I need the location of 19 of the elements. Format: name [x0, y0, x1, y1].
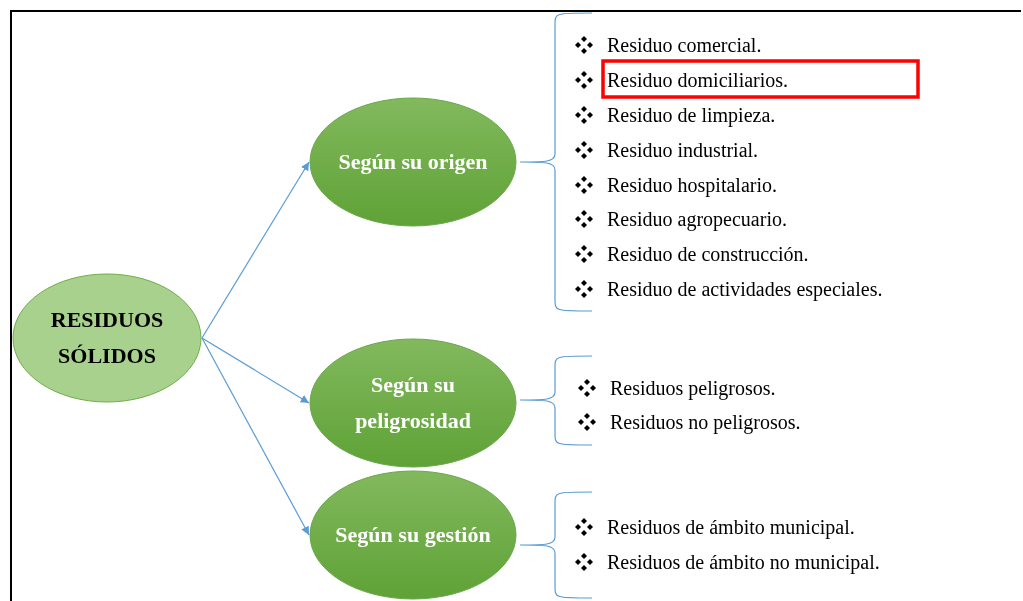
- list-item: Residuos de ámbito municipal.: [607, 515, 855, 539]
- arrow: [201, 337, 310, 536]
- list-item: Residuo de limpieza.: [607, 103, 776, 127]
- list-item: Residuo domiciliarios.: [607, 68, 789, 92]
- list-item: Residuos de ámbito no municipal.: [607, 550, 880, 574]
- node-label: Según su origen: [337, 148, 489, 176]
- list-item: Residuo industrial.: [607, 138, 759, 162]
- arrow: [201, 161, 310, 339]
- node-label: Según su gestión: [334, 521, 492, 549]
- list-item: Residuo de construcción.: [607, 242, 809, 266]
- list-item: Residuo agropecuario.: [607, 207, 787, 231]
- arrow: [201, 337, 310, 404]
- node-label: Según su peligrosidad: [354, 371, 472, 435]
- list-item: Residuos peligrosos.: [610, 376, 776, 400]
- list-item: Residuo de actividades especiales.: [607, 277, 883, 301]
- list-item: Residuos no peligrosos.: [610, 410, 801, 434]
- list-item: Residuo comercial.: [607, 33, 762, 57]
- list-item: Residuo hospitalario.: [607, 173, 777, 197]
- node-label: RESIDUOS SÓLIDOS: [49, 306, 165, 370]
